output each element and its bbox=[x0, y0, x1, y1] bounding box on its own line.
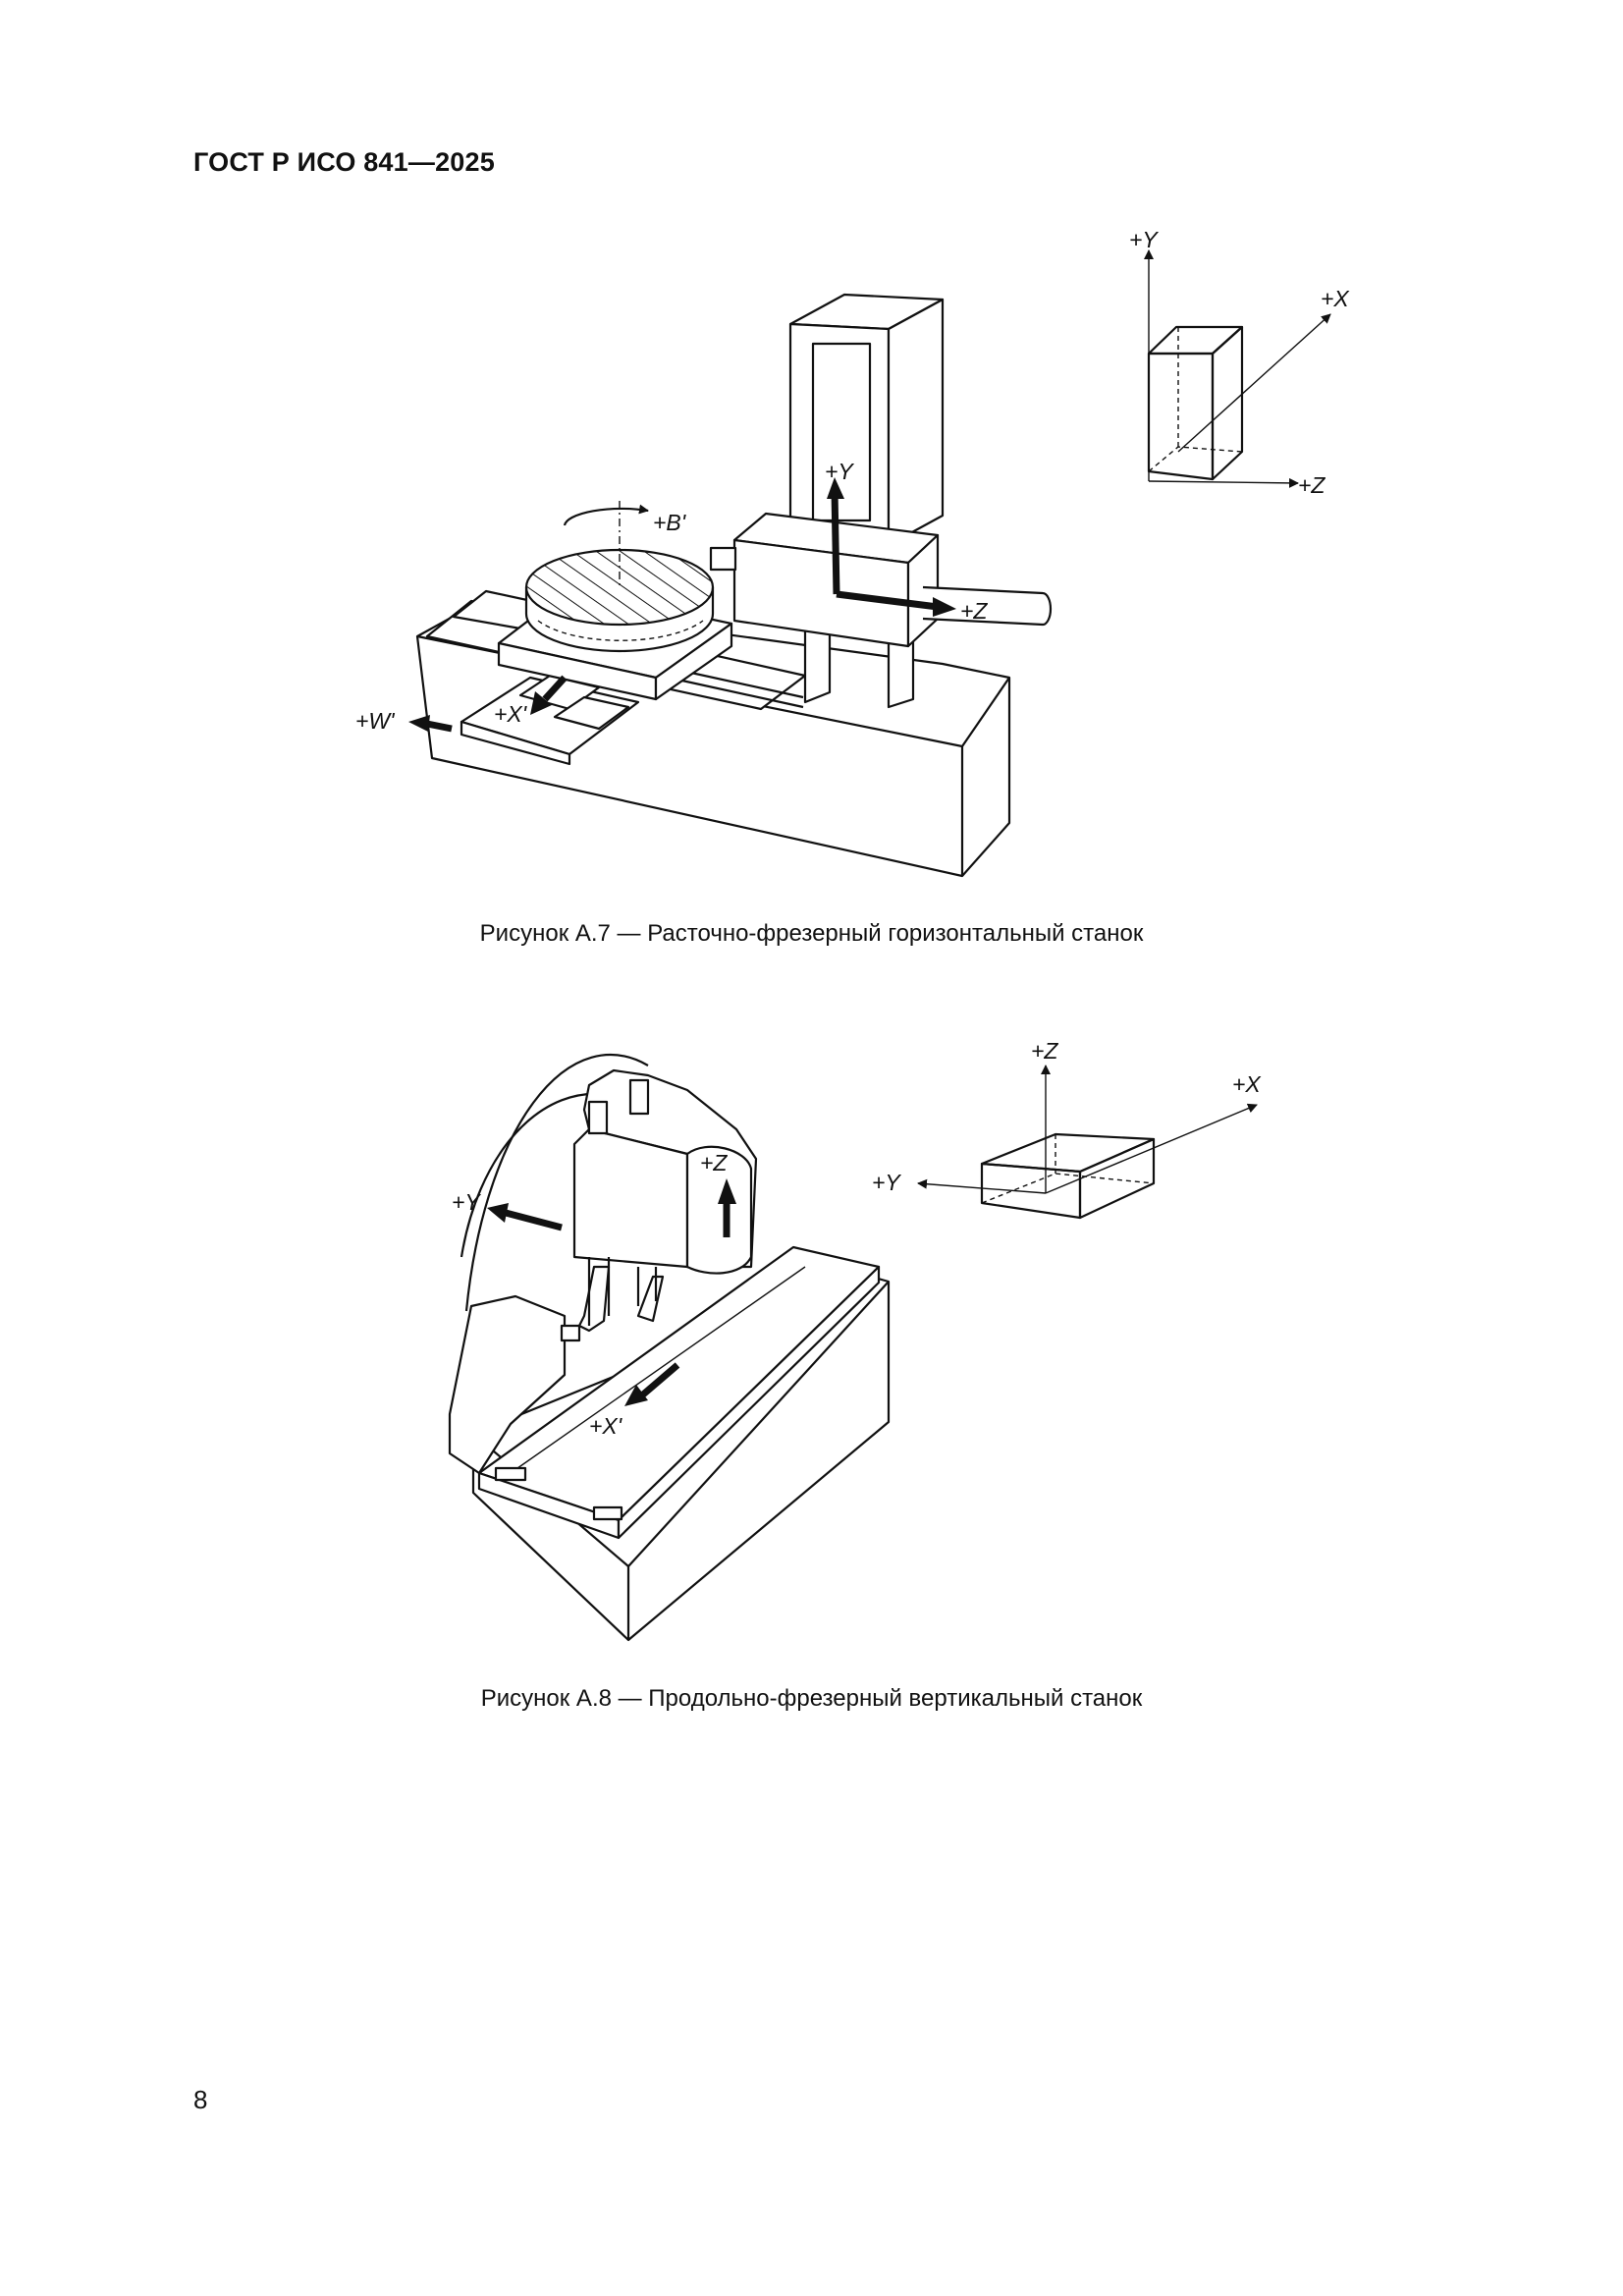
a7-column bbox=[788, 293, 945, 547]
a7-label-w-prime: +W' bbox=[355, 708, 396, 734]
a7-label-x-prime: +X' bbox=[494, 701, 528, 727]
a7-triad-x: +X bbox=[1321, 286, 1350, 311]
a8-triad-x: +X bbox=[1232, 1071, 1262, 1097]
figure-a8-caption: Рисунок А.8 — Продольно-фрезерный вертик… bbox=[480, 1685, 1143, 1712]
a7-saddle bbox=[460, 674, 640, 766]
a7-axis-arrows bbox=[408, 477, 956, 733]
a8-upright bbox=[448, 1053, 649, 1475]
a8-label-z: +Z bbox=[700, 1150, 728, 1175]
figure-a7-caption: Рисунок А.7 — Расточно-фрезерный горизон… bbox=[479, 920, 1144, 947]
a7-axis-triad: +Y +X +Z bbox=[1129, 227, 1350, 498]
figure-a7-drawing: +Y +Z +B' +X' +W' +Y +X +Z bbox=[355, 227, 1350, 878]
a8-table bbox=[477, 1245, 881, 1540]
a7-rotary-table bbox=[524, 501, 715, 653]
figure-a8-drawing: +Z +Y +X' +Z +X +Y bbox=[448, 1038, 1262, 1642]
a8-axis-arrows bbox=[487, 1178, 736, 1406]
a8-cross-rail bbox=[560, 1265, 665, 1342]
a7-triad-y: +Y bbox=[1129, 227, 1159, 252]
a7-label-z: +Z bbox=[960, 598, 988, 624]
a7-label-b: +B' bbox=[653, 510, 687, 535]
a8-triad-y: +Y bbox=[872, 1170, 901, 1195]
a8-spindle-head bbox=[572, 1068, 758, 1326]
page-number: 8 bbox=[193, 2085, 208, 2114]
a8-label-x-prime: +X' bbox=[589, 1413, 623, 1439]
a7-triad-z: +Z bbox=[1298, 472, 1325, 498]
a8-triad-z: +Z bbox=[1031, 1038, 1058, 1064]
a8-label-y: +Y bbox=[452, 1189, 481, 1215]
document-header: ГОСТ Р ИСО 841—2025 bbox=[193, 147, 495, 177]
a8-axis-triad: +Z +X +Y bbox=[872, 1038, 1262, 1220]
a7-label-y: +Y bbox=[825, 459, 854, 484]
